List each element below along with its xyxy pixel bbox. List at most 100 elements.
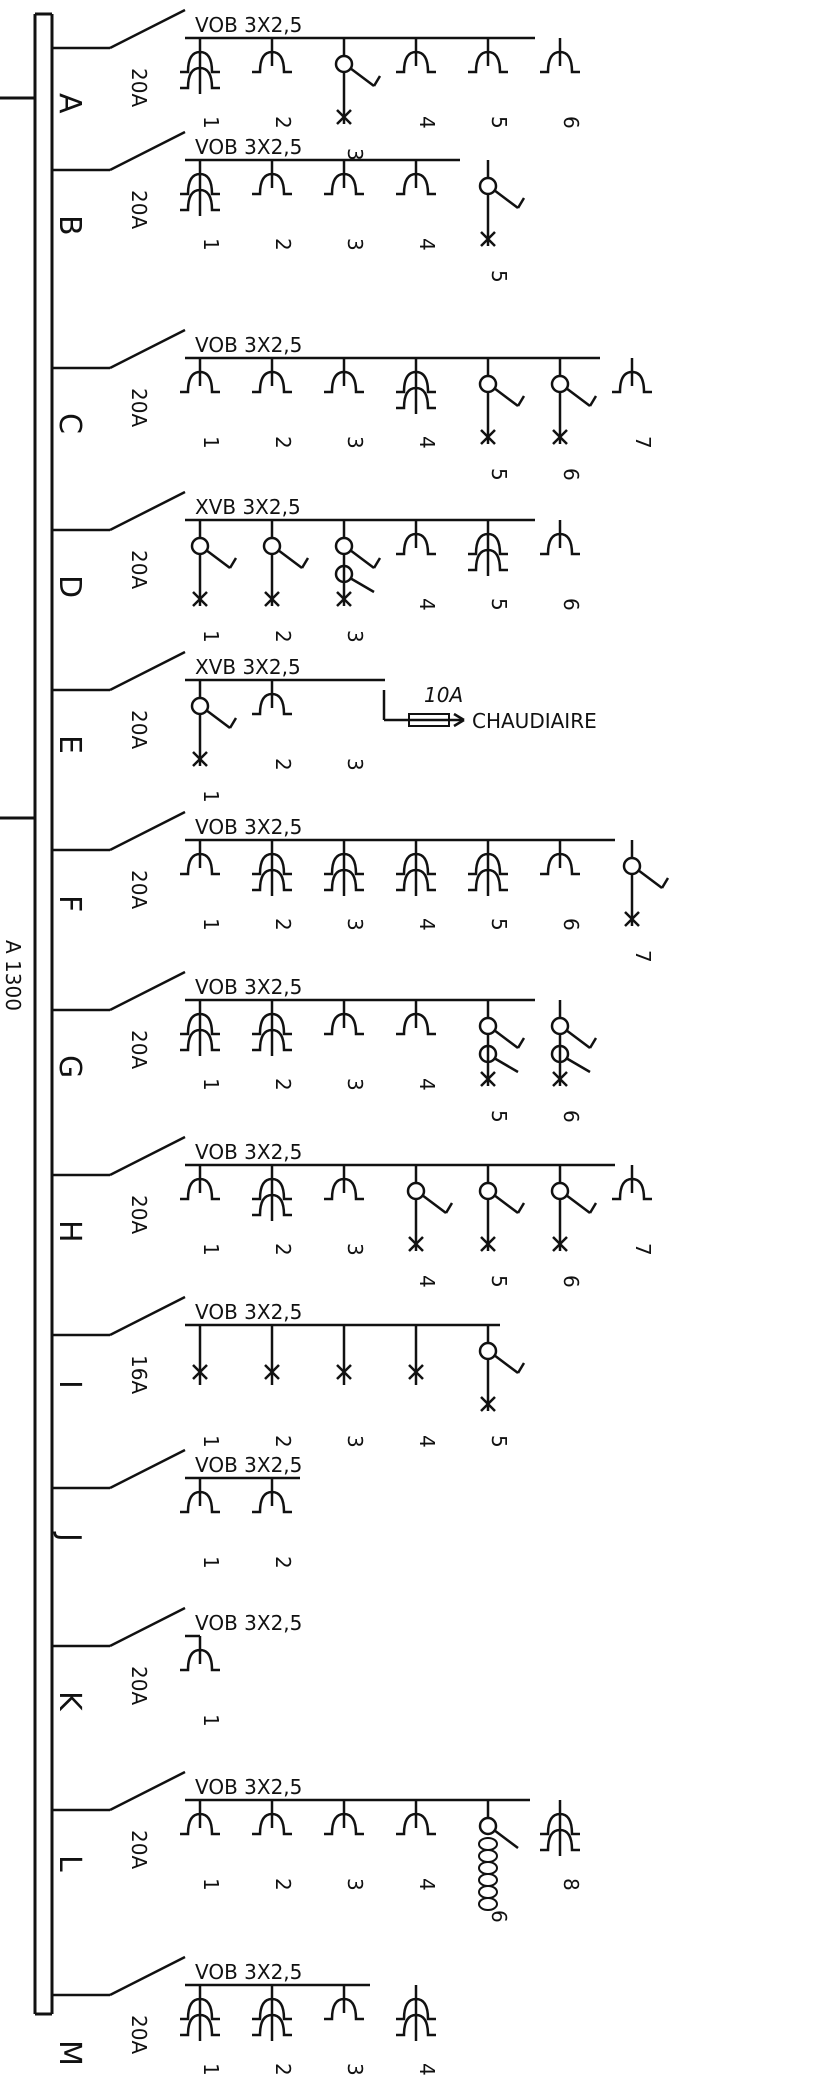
point-number: 3 xyxy=(343,436,367,449)
point-outlet: 6 xyxy=(540,38,583,129)
point-number: 1 xyxy=(199,116,223,129)
point-number: 2 xyxy=(271,1435,295,1448)
breaker-switch xyxy=(109,490,186,532)
point-number: 2 xyxy=(271,436,295,449)
point-number: 4 xyxy=(415,1878,439,1891)
point-number: 1 xyxy=(199,1878,223,1891)
cable-label: VOB 3X2,5 xyxy=(195,815,302,839)
point-number: 2 xyxy=(271,630,295,643)
point-number: 4 xyxy=(415,1435,439,1448)
point-light-switch: 6 xyxy=(550,1165,598,1288)
point-double-outlet: 1 xyxy=(180,1000,223,1091)
point-number: 1 xyxy=(199,918,223,931)
point-outlet: 2 xyxy=(252,680,295,771)
point-number: 1 xyxy=(199,1556,223,1569)
breaker-rating: 16A xyxy=(127,1355,151,1394)
point-outlet: 4 xyxy=(396,38,439,129)
point-number: 6 xyxy=(559,1275,583,1288)
point-light-switch: 5 xyxy=(478,160,526,283)
breaker-rating: 20A xyxy=(127,1195,151,1234)
cable-label: VOB 3X2,5 xyxy=(195,1453,302,1477)
point-number: 6 xyxy=(559,468,583,481)
breaker-rating: 20A xyxy=(127,870,151,909)
circuit-letter: H xyxy=(52,1220,87,1243)
breaker-switch xyxy=(109,1135,186,1177)
point-outlet: 5 xyxy=(468,38,511,129)
point-outlet: 1 xyxy=(180,1165,223,1256)
point-number: 1 xyxy=(199,436,223,449)
cable-label: XVB 3X2,5 xyxy=(195,655,301,679)
point-outlet: 6 xyxy=(540,520,583,611)
point-light-switch: 7 xyxy=(622,840,670,963)
point-light-point: 2 xyxy=(264,1325,295,1448)
point-double-outlet: 8 xyxy=(540,1800,583,1891)
circuit-letter: D xyxy=(52,575,87,598)
circuit-letter: G xyxy=(52,1055,87,1078)
point-number: 3 xyxy=(343,1435,367,1448)
point-double-light-switch: 5 xyxy=(478,1000,526,1123)
breaker-rating: 20A xyxy=(127,2015,151,2054)
breaker-switch xyxy=(109,1770,186,1812)
point-number: 6 xyxy=(559,116,583,129)
breaker-switch xyxy=(109,1955,186,1997)
point-number: 7 xyxy=(631,436,655,449)
breaker-rating: 20A xyxy=(127,1666,151,1705)
point-outlet: 2 xyxy=(252,1800,295,1891)
breaker-switch xyxy=(109,650,186,692)
point-light-switch: 2 xyxy=(262,520,310,643)
point-outlet: 1 xyxy=(180,1478,223,1569)
point-number: 5 xyxy=(487,270,511,283)
point-double-outlet: 4 xyxy=(396,1985,439,2076)
circuit-letter: E xyxy=(52,735,87,754)
point-number: 3 xyxy=(343,2063,367,2076)
point-double-outlet: 2 xyxy=(252,1000,295,1091)
point-light-switch-coil: 6 xyxy=(478,1800,519,1923)
point-number: 4 xyxy=(415,238,439,251)
point-number: 5 xyxy=(487,468,511,481)
point-number: 1 xyxy=(199,1714,223,1727)
point-number: 1 xyxy=(199,630,223,643)
point-number: 5 xyxy=(487,918,511,931)
point-light-point: 4 xyxy=(408,1325,439,1448)
point-number: 3 xyxy=(343,630,367,643)
point-number: 7 xyxy=(631,950,655,963)
point-number: 4 xyxy=(415,436,439,449)
point-number: 6 xyxy=(487,1910,511,1923)
point-outlet: 3 xyxy=(324,1800,367,1891)
point-number: 3 xyxy=(343,1878,367,1891)
load-label: CHAUDIAIRE xyxy=(472,709,597,733)
arrow-icon xyxy=(453,712,465,728)
point-double-outlet: 3 xyxy=(324,840,367,931)
breaker-switch xyxy=(109,1448,186,1490)
fuse-symbol xyxy=(408,713,450,727)
breaker-rating: 20A xyxy=(127,388,151,427)
cable-label: VOB 3X2,5 xyxy=(195,1140,302,1164)
point-number: 2 xyxy=(271,1243,295,1256)
point-number: 3 xyxy=(343,918,367,931)
cable-label: VOB 3X2,5 xyxy=(195,1960,302,1984)
circuit-letter: M xyxy=(52,2040,87,2066)
point-number: 3 xyxy=(343,1243,367,1256)
point-number: 5 xyxy=(487,116,511,129)
point-light-switch: 5 xyxy=(478,1165,526,1288)
point-number: 2 xyxy=(271,758,295,771)
point-number: 4 xyxy=(415,1275,439,1288)
point-outlet: 4 xyxy=(396,160,439,251)
circuit-letter: J xyxy=(52,1531,87,1542)
point-light-switch: 4 xyxy=(406,1165,454,1288)
cable-label: VOB 3X2,5 xyxy=(195,1775,302,1799)
point-number: 6 xyxy=(559,598,583,611)
point-number: 4 xyxy=(415,598,439,611)
point-number: 4 xyxy=(415,918,439,931)
